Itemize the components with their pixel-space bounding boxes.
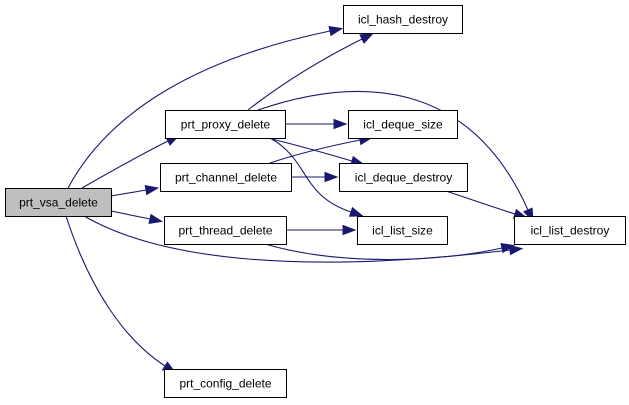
node-label: prt_config_delete	[179, 377, 271, 391]
node-label: icl_list_size	[372, 224, 433, 238]
edge-line	[81, 140, 169, 189]
node-box[interactable]	[514, 216, 626, 245]
node-label: icl_hash_destroy	[358, 13, 448, 27]
node-label: prt_vsa_delete	[19, 196, 98, 210]
node-label: prt_proxy_delete	[181, 118, 271, 132]
arrowhead-icon	[348, 206, 364, 217]
node-label: prt_thread_delete	[178, 224, 272, 238]
arrowhead-icon	[148, 213, 164, 225]
node-box[interactable]	[165, 110, 286, 139]
edge-line	[67, 30, 331, 189]
arrowhead-icon	[359, 32, 375, 44]
edge-line	[110, 210, 151, 220]
edge-prt_vsa_delete-to-prt_channel_delete	[110, 184, 160, 197]
arrowhead-icon	[144, 184, 160, 196]
arrowhead-icon	[324, 171, 339, 183]
edge-prt_channel_delete-to-icl_deque_destroy	[291, 171, 339, 183]
node-label: icl_deque_destroy	[355, 171, 452, 185]
node-label: prt_channel_delete	[175, 171, 277, 185]
edge-line	[445, 190, 516, 215]
edge-prt_vsa_delete-to-icl_hash_destroy	[67, 25, 344, 189]
edge-line	[110, 189, 147, 197]
node-box[interactable]	[357, 216, 448, 245]
arrowhead-icon	[500, 243, 516, 254]
edge-prt_thread_delete-to-icl_list_size	[286, 224, 357, 236]
node-prt-proxy-delete[interactable]: prt_proxy_delete	[165, 110, 286, 139]
edge-prt_vsa_delete-to-prt_config_delete	[65, 215, 177, 374]
edge-line	[247, 38, 363, 111]
node-icl-deque-destroy[interactable]: icl_deque_destroy	[339, 163, 468, 192]
edge-line	[257, 90, 529, 211]
node-prt-thread-delete[interactable]: prt_thread_delete	[164, 216, 287, 245]
node-label: icl_deque_size	[363, 118, 443, 132]
edge-prt_proxy_delete-to-icl_hash_destroy	[247, 32, 375, 111]
node-label: icl_list_destroy	[531, 224, 610, 238]
arrowhead-icon	[328, 25, 344, 37]
edge-line	[264, 243, 503, 261]
node-box[interactable]	[160, 163, 292, 192]
node-icl-hash-destroy[interactable]: icl_hash_destroy	[343, 5, 463, 34]
edges-layer	[65, 25, 534, 374]
edge-line	[269, 139, 361, 164]
edge-line	[267, 137, 353, 162]
edge-prt_thread_delete-to-icl_list_destroy	[264, 243, 516, 261]
node-icl-list-destroy[interactable]: icl_list_destroy	[514, 216, 626, 245]
node-box[interactable]	[164, 216, 287, 245]
node-prt-vsa-delete[interactable]: prt_vsa_delete	[5, 188, 112, 217]
node-box[interactable]	[343, 5, 463, 34]
node-box[interactable]	[164, 369, 287, 398]
node-icl-deque-size[interactable]: icl_deque_size	[348, 110, 458, 139]
arrowhead-icon	[333, 118, 348, 130]
edge-prt_vsa_delete-to-prt_thread_delete	[110, 210, 164, 225]
node-box[interactable]	[5, 188, 112, 217]
edge-prt_proxy_delete-to-icl_deque_size	[285, 118, 348, 130]
arrowhead-icon	[342, 224, 357, 236]
node-prt-config-delete[interactable]: prt_config_delete	[164, 369, 287, 398]
node-prt-channel-delete[interactable]: prt_channel_delete	[160, 163, 292, 192]
node-box[interactable]	[339, 163, 468, 192]
edge-icl_deque_destroy-to-icl_list_destroy	[445, 190, 528, 219]
arrowhead-icon	[508, 244, 524, 256]
node-icl-list-size[interactable]: icl_list_size	[357, 216, 448, 245]
edge-line	[65, 215, 166, 367]
node-box[interactable]	[348, 110, 458, 139]
nodes-layer: prt_vsa_delete prt_proxy_delete prt_channe…	[5, 5, 626, 398]
